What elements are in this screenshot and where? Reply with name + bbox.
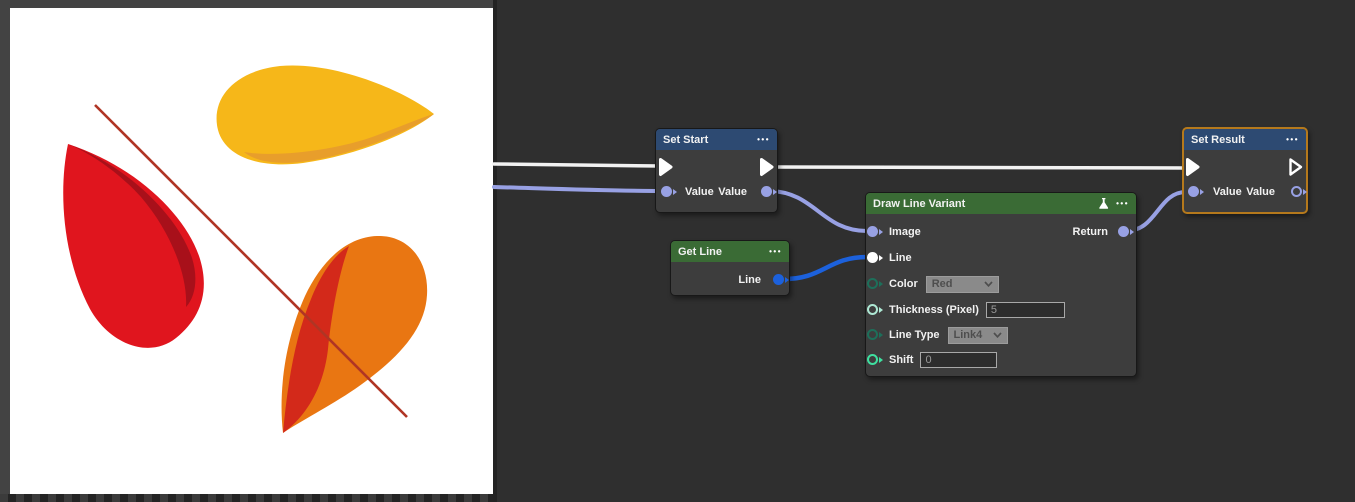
return-out-port[interactable] xyxy=(1118,226,1134,237)
line-in-port[interactable] xyxy=(867,252,883,263)
exec-out-port[interactable] xyxy=(759,157,774,177)
return-label: Return xyxy=(1072,226,1108,238)
node-get-line[interactable]: Get Line ••• Line xyxy=(670,240,790,296)
experimental-flask-icon xyxy=(1099,198,1109,209)
node-set-start[interactable]: Set Start ••• Value Value xyxy=(655,128,778,213)
color-dropdown[interactable]: Red xyxy=(925,275,999,293)
value-out-label: Value xyxy=(1246,186,1275,198)
node-get-line-header[interactable]: Get Line ••• xyxy=(671,241,789,262)
wire-line-getline-to-drawline xyxy=(778,254,870,282)
row-shift: Shift xyxy=(866,348,1136,372)
line-type-label: Line Type xyxy=(889,329,940,341)
exec-in-port[interactable] xyxy=(1185,157,1200,177)
panel-divider xyxy=(493,0,497,502)
preview-left-chrome xyxy=(0,8,10,494)
node-draw-line-variant-header[interactable]: Draw Line Variant ••• xyxy=(866,193,1136,214)
yellow-shape-shadow xyxy=(244,114,434,163)
orange-shape-shadow xyxy=(283,246,349,433)
line-type-dropdown[interactable]: Link4 xyxy=(947,326,1008,344)
value-out-port[interactable] xyxy=(761,186,777,197)
value-out-port-unconnected[interactable] xyxy=(1291,186,1307,197)
line-type-dropdown-value: Link4 xyxy=(953,329,983,341)
value-out-label: Value xyxy=(718,186,747,198)
thickness-input[interactable] xyxy=(985,302,1065,318)
wire-exec-setstart-to-setresult xyxy=(770,165,1190,170)
value-in-label: Value xyxy=(1213,186,1242,198)
thickness-label: Thickness (Pixel) xyxy=(889,304,979,316)
row-image: Image Return xyxy=(866,220,1136,244)
node-menu-icon[interactable]: ••• xyxy=(1286,134,1299,144)
color-label: Color xyxy=(889,278,918,290)
drawn-red-line xyxy=(94,104,408,418)
wire-exec-canvas-to-setstart xyxy=(492,162,662,168)
value-in-port[interactable] xyxy=(661,186,677,197)
red-shape xyxy=(63,144,204,348)
shift-in-port[interactable] xyxy=(867,354,883,365)
line-label: Line xyxy=(889,252,912,264)
shift-label: Shift xyxy=(889,354,914,366)
chevron-down-icon xyxy=(992,332,1002,338)
image-in-port[interactable] xyxy=(867,226,883,237)
node-title: Set Start xyxy=(663,133,709,146)
color-dropdown-value: Red xyxy=(931,278,953,290)
line-type-in-port[interactable] xyxy=(867,329,883,340)
node-set-result-header[interactable]: Set Result ••• xyxy=(1184,129,1306,150)
node-set-start-header[interactable]: Set Start ••• xyxy=(656,129,777,150)
preview-canvas xyxy=(10,8,493,494)
preview-image xyxy=(63,65,434,433)
thickness-in-port[interactable] xyxy=(867,304,883,315)
row-thickness: Thickness (Pixel) xyxy=(866,298,1136,322)
chevron-down-icon xyxy=(984,281,993,287)
image-preview-panel xyxy=(0,0,497,502)
wire-value-setstart-to-image xyxy=(768,189,869,233)
node-menu-icon[interactable]: ••• xyxy=(757,134,770,144)
red-shape-shadow xyxy=(68,144,196,307)
wire-value-canvas-to-setstart xyxy=(492,185,664,193)
value-in-label: Value xyxy=(685,186,714,198)
preview-top-chrome xyxy=(0,0,493,8)
node-menu-icon[interactable]: ••• xyxy=(1116,198,1129,208)
node-menu-icon[interactable]: ••• xyxy=(769,246,782,256)
color-in-port[interactable] xyxy=(867,278,883,289)
canvas-selection-checker xyxy=(0,494,493,502)
node-draw-line-variant[interactable]: Draw Line Variant ••• Image Return Line … xyxy=(865,192,1137,377)
node-title: Get Line xyxy=(678,245,723,258)
row-line-type: Line Type Link4 xyxy=(866,323,1136,347)
image-label: Image xyxy=(889,226,921,238)
node-set-result[interactable]: Set Result ••• Value Value xyxy=(1182,127,1308,214)
exec-in-port[interactable] xyxy=(658,157,673,177)
node-title: Set Result xyxy=(1191,133,1245,146)
value-in-port[interactable] xyxy=(1188,186,1204,197)
row-color: Color Red xyxy=(866,272,1136,296)
node-title: Draw Line Variant xyxy=(873,197,966,210)
line-out-label: Line xyxy=(738,274,761,286)
shift-input[interactable] xyxy=(920,352,998,368)
exec-out-port-unconnected[interactable] xyxy=(1288,157,1303,177)
row-line: Line xyxy=(866,246,1136,270)
line-out-port[interactable] xyxy=(773,274,789,285)
